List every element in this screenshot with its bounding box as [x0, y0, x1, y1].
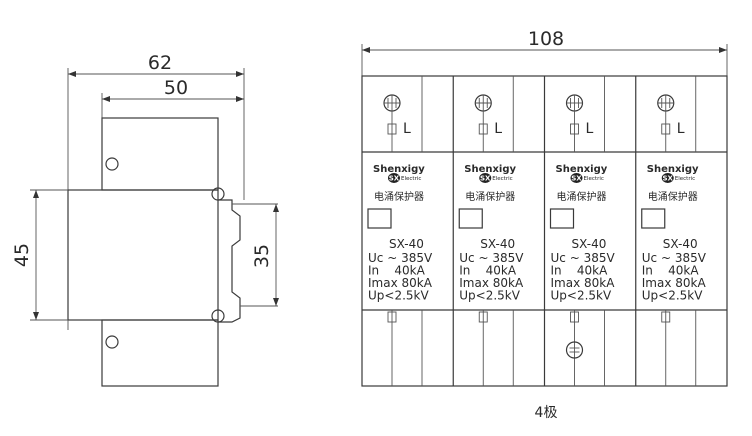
product-name-cn: 电涌保护器 — [648, 190, 698, 203]
pole-count-caption: 4极 — [535, 405, 558, 421]
terminal-contact — [478, 123, 488, 135]
spec-uc: Uc ~ 385V — [459, 251, 524, 265]
brand-name: Shenxigy — [556, 164, 608, 175]
body-upper — [101, 117, 219, 191]
brand-logo-text: SX — [480, 175, 491, 183]
spec-uc: Uc ~ 385V — [642, 251, 707, 265]
spec-in: In 40kA — [368, 264, 426, 278]
brand-sub: Electric — [492, 176, 512, 182]
status-indicator-window — [367, 208, 392, 229]
dim-rail: 35 — [251, 244, 273, 268]
spec-imax: Imax 80kA — [368, 276, 433, 290]
brand-logo-icon — [479, 173, 492, 183]
mounting-hole — [105, 335, 119, 349]
product-name-cn: 电涌保护器 — [374, 190, 424, 203]
terminal-label: L — [677, 121, 685, 137]
status-indicator-window — [549, 208, 575, 229]
brand-name: Shenxigy — [647, 164, 699, 175]
brand-sub: Electric — [584, 176, 604, 182]
status-indicator-window — [641, 208, 666, 229]
spec-in: In 40kA — [642, 264, 700, 278]
brand-logo-text: SX — [663, 175, 674, 183]
terminal-contact — [478, 311, 488, 323]
spec-up: Up<2.5kV — [368, 289, 429, 303]
model-number: SX-40 — [663, 237, 698, 251]
spec-uc: Uc ~ 385V — [368, 251, 433, 265]
spec-imax: Imax 80kA — [459, 276, 524, 290]
spec-up: Up<2.5kV — [551, 289, 612, 303]
model-number: SX-40 — [572, 237, 607, 251]
model-number: SX-40 — [389, 237, 424, 251]
ground-discharge-icon — [565, 341, 584, 359]
terminal-contact — [570, 311, 579, 323]
product-name-cn: 电涌保护器 — [557, 190, 607, 203]
terminal-contact — [661, 123, 671, 135]
terminal-contact — [661, 311, 671, 323]
brand-logo-text: SX — [571, 175, 582, 183]
mounting-hole — [105, 157, 119, 171]
terminal-contact — [570, 123, 579, 135]
spec-in: In 40kA — [551, 264, 609, 278]
terminal-label: L — [586, 121, 594, 137]
terminal-contact — [387, 311, 397, 323]
terminal-label: L — [494, 121, 502, 137]
spec-up: Up<2.5kV — [459, 289, 520, 303]
body-lower — [101, 319, 219, 387]
brand-sub: Electric — [675, 176, 695, 182]
brand-logo-icon — [388, 173, 400, 183]
spec-in: In 40kA — [459, 264, 517, 278]
model-number: SX-40 — [480, 237, 515, 251]
side-view: 62 50 45 35 — [11, 52, 279, 387]
dim-height: 45 — [11, 243, 33, 267]
dim-width: 108 — [528, 28, 564, 50]
status-indicator-window — [458, 208, 483, 229]
spec-up: Up<2.5kV — [642, 289, 703, 303]
dim-body-depth: 50 — [164, 77, 188, 99]
spec-imax: Imax 80kA — [642, 276, 707, 290]
terminal-contact — [387, 123, 397, 135]
brand-logo-icon — [570, 173, 583, 183]
body-main — [67, 189, 219, 321]
dim-overall-depth: 62 — [148, 52, 172, 74]
spec-imax: Imax 80kA — [551, 276, 616, 290]
terminal-label: L — [403, 121, 411, 137]
brand-logo-text: SX — [389, 175, 400, 183]
product-name-cn: 电涌保护器 — [465, 190, 515, 203]
spec-uc: Uc ~ 385V — [551, 251, 616, 265]
brand-name: Shenxigy — [464, 164, 516, 175]
brand-logo-icon — [661, 173, 674, 183]
din-rail-clip — [218, 199, 241, 323]
brand-name: Shenxigy — [373, 164, 425, 175]
brand-sub: Electric — [401, 176, 421, 182]
